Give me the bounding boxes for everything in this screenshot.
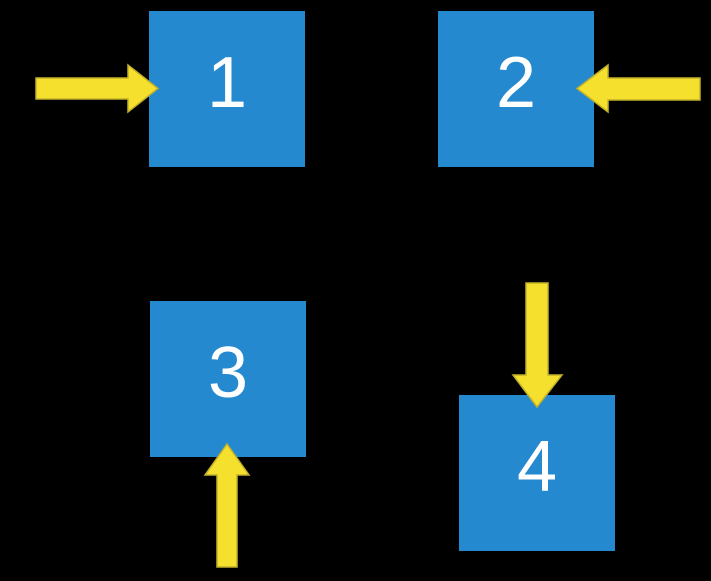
numbered-square-2: 2	[438, 11, 594, 167]
square-2-label: 2	[495, 43, 537, 123]
square-1-label: 1	[206, 43, 248, 123]
arrow-left-icon	[575, 63, 701, 114]
arrow-up-icon	[203, 442, 251, 568]
square-4-label: 4	[516, 427, 558, 507]
numbered-square-1: 1	[149, 11, 305, 167]
arrow-right-icon	[35, 63, 160, 114]
numbered-square-3: 3	[150, 301, 306, 457]
arrow-down-icon	[511, 282, 564, 409]
square-3-label: 3	[207, 333, 249, 413]
numbered-square-4: 4	[459, 395, 615, 551]
